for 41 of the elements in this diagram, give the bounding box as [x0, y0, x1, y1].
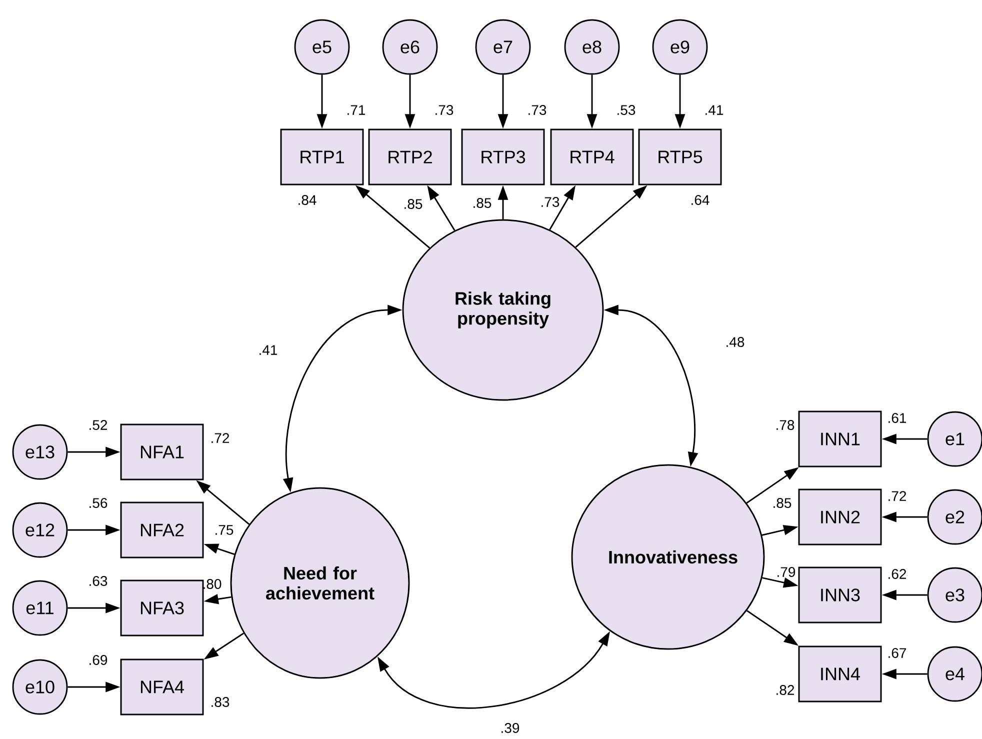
- edge-label: .85: [474, 198, 492, 208]
- indicator-box: INN2: [798, 488, 882, 546]
- coefficient-label: .73: [528, 105, 546, 115]
- edge-label: .41: [260, 345, 278, 355]
- edge-label: .64: [692, 195, 710, 205]
- edge-label: .82: [776, 685, 794, 695]
- edge-label: .79: [778, 567, 796, 577]
- indicator-box: NFA1: [120, 424, 204, 480]
- indicator-box: RTP1: [280, 128, 364, 186]
- coefficient-label: .73: [436, 105, 454, 115]
- coefficient-label: .72: [888, 491, 906, 501]
- edge-label: .39: [502, 723, 520, 733]
- coefficient-label: .52: [90, 420, 108, 430]
- coefficient-label: .71: [348, 105, 366, 115]
- coefficient-label: .69: [90, 655, 108, 665]
- indicator-box: RTP2: [368, 128, 452, 186]
- coefficient-label: .61: [888, 413, 906, 423]
- edge-label: .78: [776, 420, 794, 430]
- edge-label: .84: [298, 195, 316, 205]
- coefficient-label: .56: [90, 498, 108, 508]
- indicator-box: RTP4: [550, 128, 634, 186]
- coefficient-label: .62: [888, 569, 906, 579]
- indicator-box: NFA4: [120, 658, 204, 716]
- edge-label: .85: [404, 199, 422, 209]
- coefficient-label: .67: [888, 648, 906, 658]
- indicator-box: INN3: [798, 566, 882, 624]
- edge-label: .85: [774, 498, 792, 508]
- edge-label: .72: [212, 433, 230, 443]
- edge-label: .80: [204, 579, 222, 589]
- indicator-box: RTP3: [461, 128, 545, 186]
- indicator-box: NFA3: [120, 580, 204, 636]
- indicator-box: RTP5: [638, 128, 722, 186]
- coefficient-label: .53: [618, 105, 636, 115]
- coefficient-label: .41: [706, 105, 724, 115]
- edge-label: .73: [542, 197, 560, 207]
- indicator-box: NFA2: [120, 502, 204, 558]
- coefficient-label: .63: [90, 576, 108, 586]
- indicator-box: INN4: [798, 646, 882, 702]
- edge-label: .48: [726, 337, 744, 347]
- indicator-box: INN1: [798, 410, 882, 468]
- edge-label: .83: [212, 697, 230, 707]
